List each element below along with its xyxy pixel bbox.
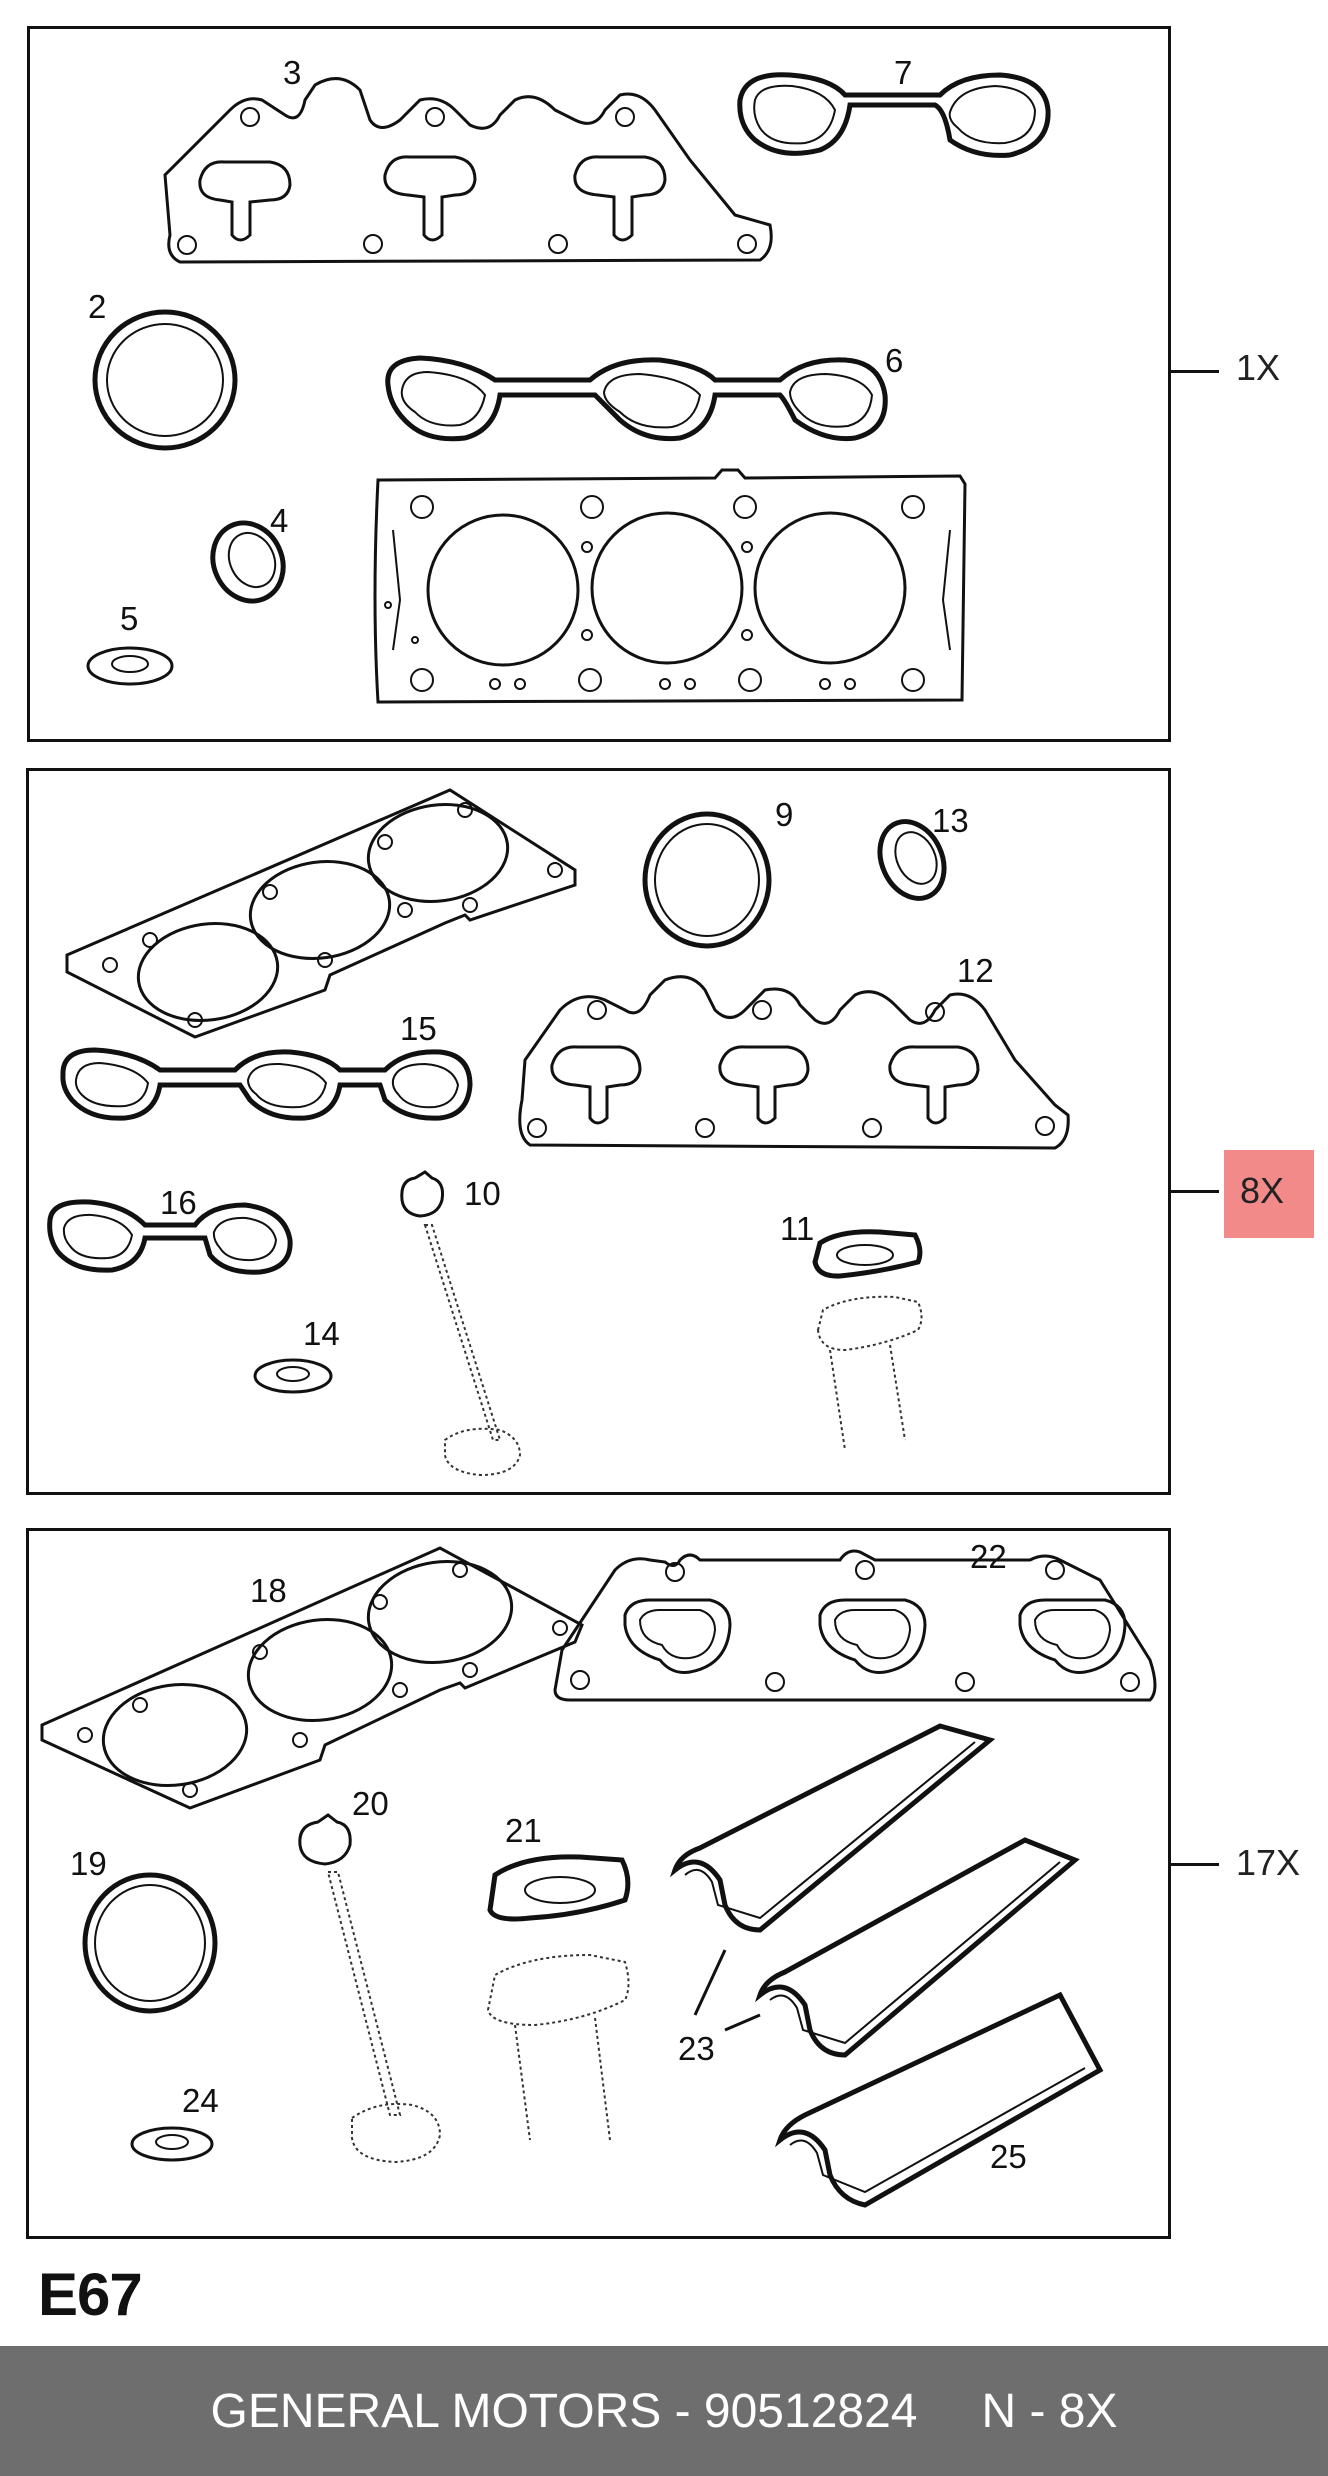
part-15-intake-gasket	[60, 1047, 473, 1121]
part-label-16: 16	[160, 1184, 197, 1221]
footer-manufacturer-part: GENERAL MOTORS - 90512824	[210, 2384, 918, 2438]
part-12-manifold-gasket	[518, 975, 1070, 1150]
diagram-code: E67	[38, 2261, 143, 2328]
part-19-round-seal	[82, 1872, 218, 2014]
part-25-cover-seal	[774, 1991, 1104, 2208]
part-16-throttle-gasket	[47, 1199, 293, 1275]
part-head-gasket-1x	[373, 468, 967, 704]
part-21-tube-gasket	[486, 1854, 631, 2141]
kit-label-17x: 17X	[1236, 1842, 1301, 1883]
kit-label-8x: 8X	[1240, 1170, 1285, 1211]
part-7-throttle-gasket	[737, 72, 1051, 158]
part-label-5: 5	[120, 600, 138, 637]
part-label-24: 24	[182, 2082, 219, 2119]
part-label-7: 7	[894, 54, 912, 91]
part-label-20: 20	[352, 1785, 389, 1822]
part-label-10: 10	[464, 1175, 501, 1212]
part-20-valve-stem-seal	[298, 1813, 442, 2164]
part-10-valve-stem-seal	[400, 1170, 522, 1477]
part-11-tube-gasket	[812, 1229, 923, 1451]
part-label-13: 13	[932, 802, 969, 839]
footer-quantity: N - 8X	[981, 2384, 1118, 2438]
kit-panel-17x	[26, 1528, 1171, 2239]
part-label-4: 4	[270, 502, 288, 539]
part-13-oil-seal	[877, 819, 947, 901]
part-3-manifold-gasket	[163, 77, 773, 264]
part-24-washer	[130, 2126, 214, 2162]
kit-leader-line-8x	[1171, 1190, 1219, 1193]
part-18-head-gasket	[40, 1546, 584, 1810]
part-label-21: 21	[505, 1812, 542, 1849]
footer-bar: GENERAL MOTORS - 90512824 N - 8X	[0, 2346, 1328, 2476]
part-label-12: 12	[957, 952, 994, 989]
part-label-9: 9	[775, 796, 793, 833]
part-label-22: 22	[970, 1538, 1007, 1575]
kit-highlight-8x	[1224, 1150, 1314, 1238]
part-label-3: 3	[283, 54, 301, 91]
part-head-gasket-8x	[65, 788, 577, 1039]
part-6-intake-gasket	[385, 355, 888, 442]
kit-label-1x: 1X	[1236, 347, 1281, 388]
part-9-round-seal	[642, 811, 772, 949]
part-label-25: 25	[990, 2138, 1027, 2175]
part-22-manifold-gasket	[553, 1549, 1157, 1702]
part-label-15: 15	[400, 1010, 437, 1047]
part-label-18: 18	[250, 1572, 287, 1609]
kit-leader-line-1x	[1171, 370, 1219, 373]
part-2-round-seal	[92, 309, 238, 451]
part-label-23: 23	[678, 2030, 715, 2067]
part-label-19: 19	[70, 1845, 107, 1882]
part-14-washer	[253, 1358, 333, 1394]
kit-leader-line-17x	[1171, 1863, 1219, 1866]
part-label-11: 11	[780, 1210, 814, 1247]
part-label-6: 6	[885, 342, 903, 379]
part-23-cover-seals	[669, 1723, 1080, 2058]
part-4-oil-seal	[210, 520, 286, 604]
part-5-washer	[86, 646, 174, 686]
part-label-2: 2	[88, 288, 106, 325]
part-label-14: 14	[303, 1315, 340, 1352]
